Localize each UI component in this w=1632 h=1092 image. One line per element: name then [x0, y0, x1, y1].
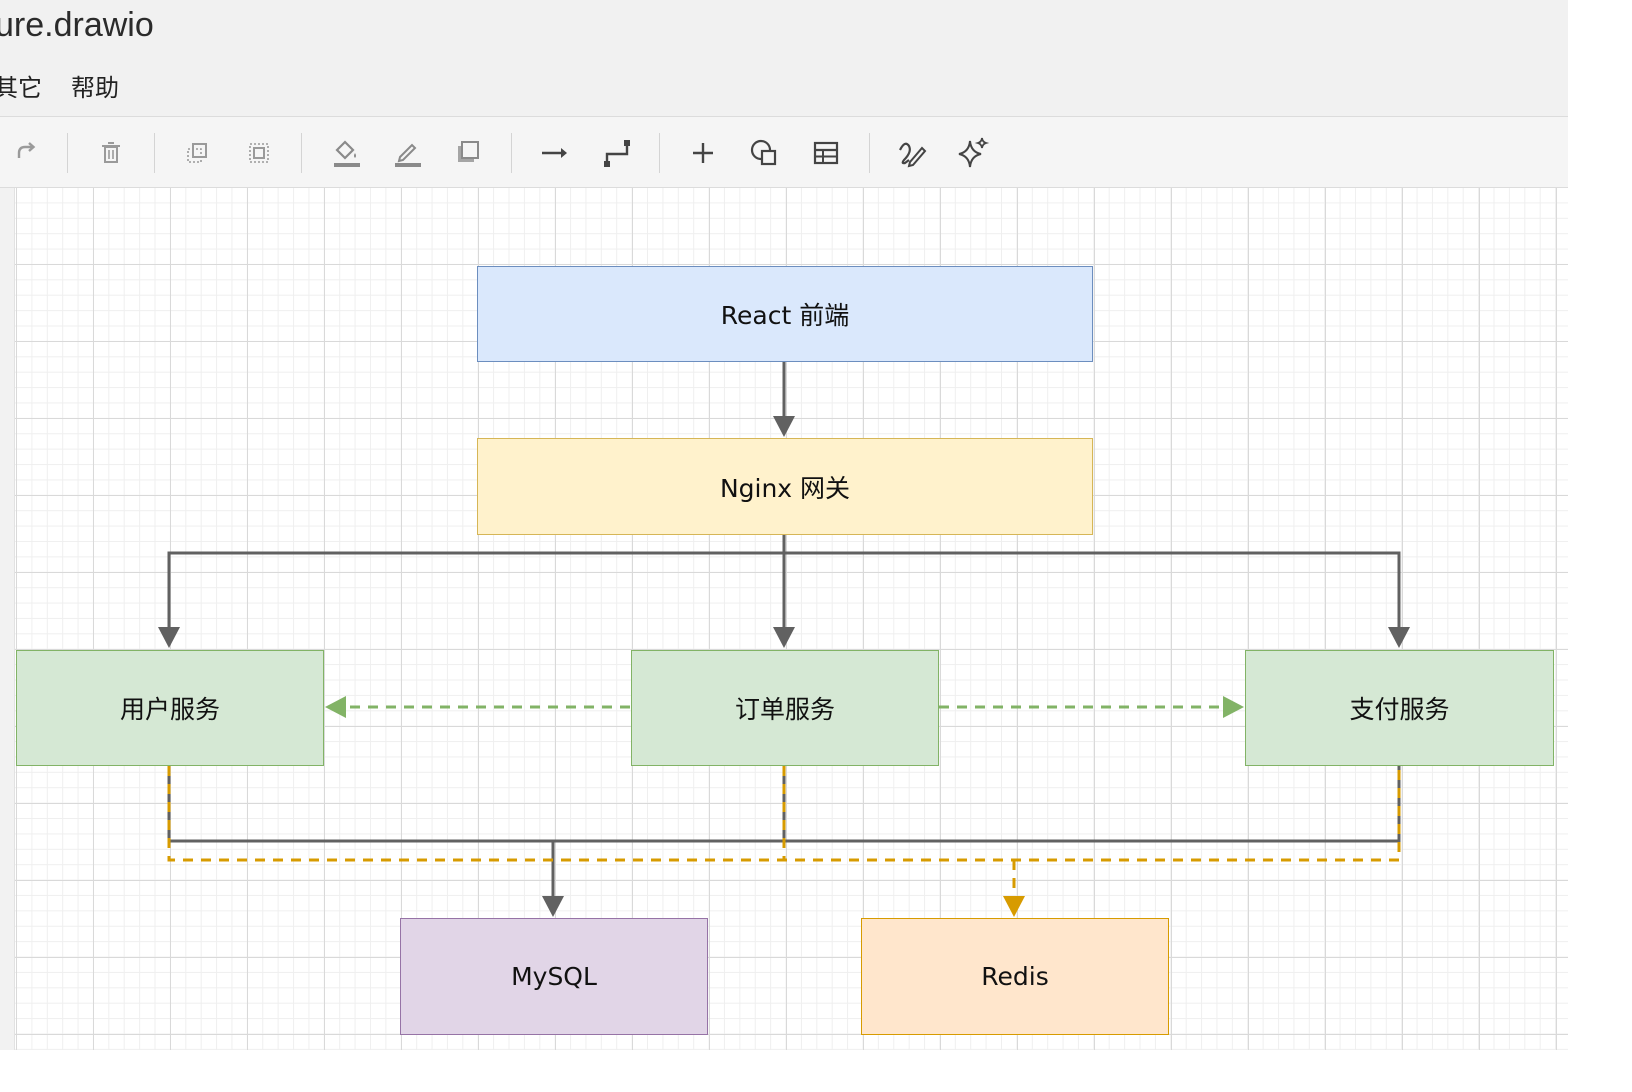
edge-order-user[interactable] [325, 696, 630, 718]
delete-icon [102, 142, 120, 163]
node-label: 用户服务 [119, 695, 220, 724]
node-label: React 前端 [720, 301, 850, 330]
edge-gateway-services[interactable] [158, 535, 1410, 648]
line-color-icon [395, 143, 421, 167]
shadow-button[interactable] [446, 131, 490, 175]
node-user-service[interactable]: 用户服务 [16, 650, 324, 766]
freehand-button[interactable] [890, 131, 934, 175]
shapes-icon [750, 139, 777, 166]
fill-color-button[interactable] [324, 131, 368, 175]
redo-button[interactable] [4, 131, 48, 175]
node-react-frontend[interactable]: React 前端 [477, 266, 1093, 362]
drawio-app: ure.drawio 其它 帮助 [0, 0, 1568, 1050]
node-redis[interactable]: Redis [861, 918, 1169, 1035]
fill-color-icon [334, 140, 360, 167]
redo-icon [17, 142, 36, 158]
node-order-service[interactable]: 订单服务 [631, 650, 939, 766]
to-front-button[interactable] [175, 131, 219, 175]
document-title[interactable]: ure.drawio [0, 6, 154, 44]
connection-arrow-icon [542, 148, 567, 158]
insert-plus-icon [693, 143, 713, 163]
insert-button[interactable] [681, 131, 725, 175]
toolbar [0, 116, 1568, 188]
node-label: Nginx 网关 [719, 473, 851, 503]
canvas-left-edge [0, 188, 15, 1050]
node-mysql[interactable]: MySQL [400, 918, 708, 1035]
delete-button[interactable] [89, 131, 133, 175]
line-color-button[interactable] [385, 131, 429, 175]
edge-services-redis[interactable] [167, 766, 1401, 917]
menu-extras[interactable]: 其它 [0, 74, 42, 102]
connection-button[interactable] [533, 131, 577, 175]
waypoints-icon [604, 140, 630, 167]
node-label: 订单服务 [734, 695, 835, 724]
node-label: 支付服务 [1349, 695, 1450, 724]
to-back-icon [249, 143, 269, 163]
menu-help[interactable]: 帮助 [71, 74, 119, 102]
freehand-icon [899, 142, 927, 168]
ai-sparkle-icon [958, 137, 990, 168]
node-nginx-gateway[interactable]: Nginx 网关 [477, 438, 1093, 535]
to-back-button[interactable] [237, 131, 281, 175]
node-label: Redis [981, 962, 1049, 991]
diagram-edges [158, 362, 1410, 917]
edge-order-payment[interactable] [939, 696, 1244, 718]
table-button[interactable] [804, 131, 848, 175]
table-icon [813, 141, 839, 165]
to-front-icon [187, 143, 207, 163]
shapes-button[interactable] [742, 131, 786, 175]
node-payment-service[interactable]: 支付服务 [1245, 650, 1554, 766]
ai-generate-button[interactable] [951, 131, 995, 175]
edge-frontend-gateway[interactable] [773, 362, 795, 437]
node-label: MySQL [511, 962, 597, 991]
title-bar: ure.drawio 其它 帮助 [0, 0, 1568, 116]
shadow-icon [458, 141, 479, 162]
waypoints-button[interactable] [595, 131, 639, 175]
